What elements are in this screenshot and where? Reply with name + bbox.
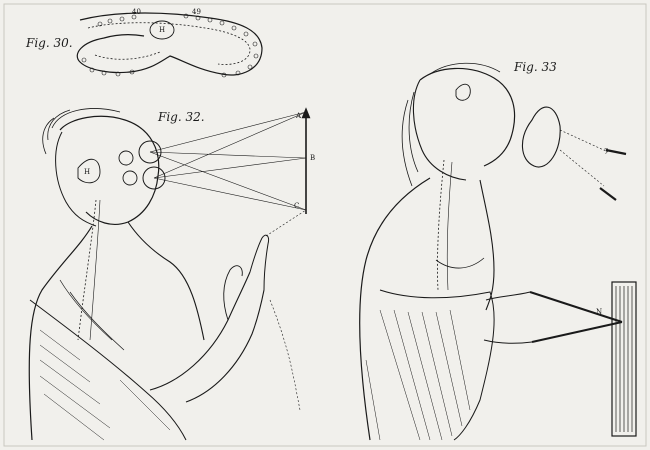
fig30-marker-40: 40 [132, 8, 141, 16]
fig30-marker-h: H [159, 26, 165, 34]
fig33-marker-7: 7 [604, 148, 608, 156]
fig33-figure [360, 63, 622, 440]
fig33-post [612, 282, 636, 436]
fig33-caption: Fig. 33 [514, 60, 557, 74]
fig32-caption: Fig. 32. [158, 110, 205, 124]
fig32-marker-a: A [296, 112, 301, 120]
fig33-marker-n: N [596, 308, 602, 316]
fig32-ray-diagram [150, 108, 310, 410]
fig30-brain-diagram [77, 13, 262, 77]
fig32-marker-h: H [84, 168, 90, 176]
fig33-gland-diagram [522, 107, 626, 200]
fig32-marker-b: B [310, 154, 315, 162]
fig32-marker-c: C [294, 202, 299, 210]
fig32-figure [29, 109, 268, 440]
fig30-marker-49: 49 [192, 8, 201, 16]
fig30-caption: Fig. 30. [26, 36, 73, 50]
